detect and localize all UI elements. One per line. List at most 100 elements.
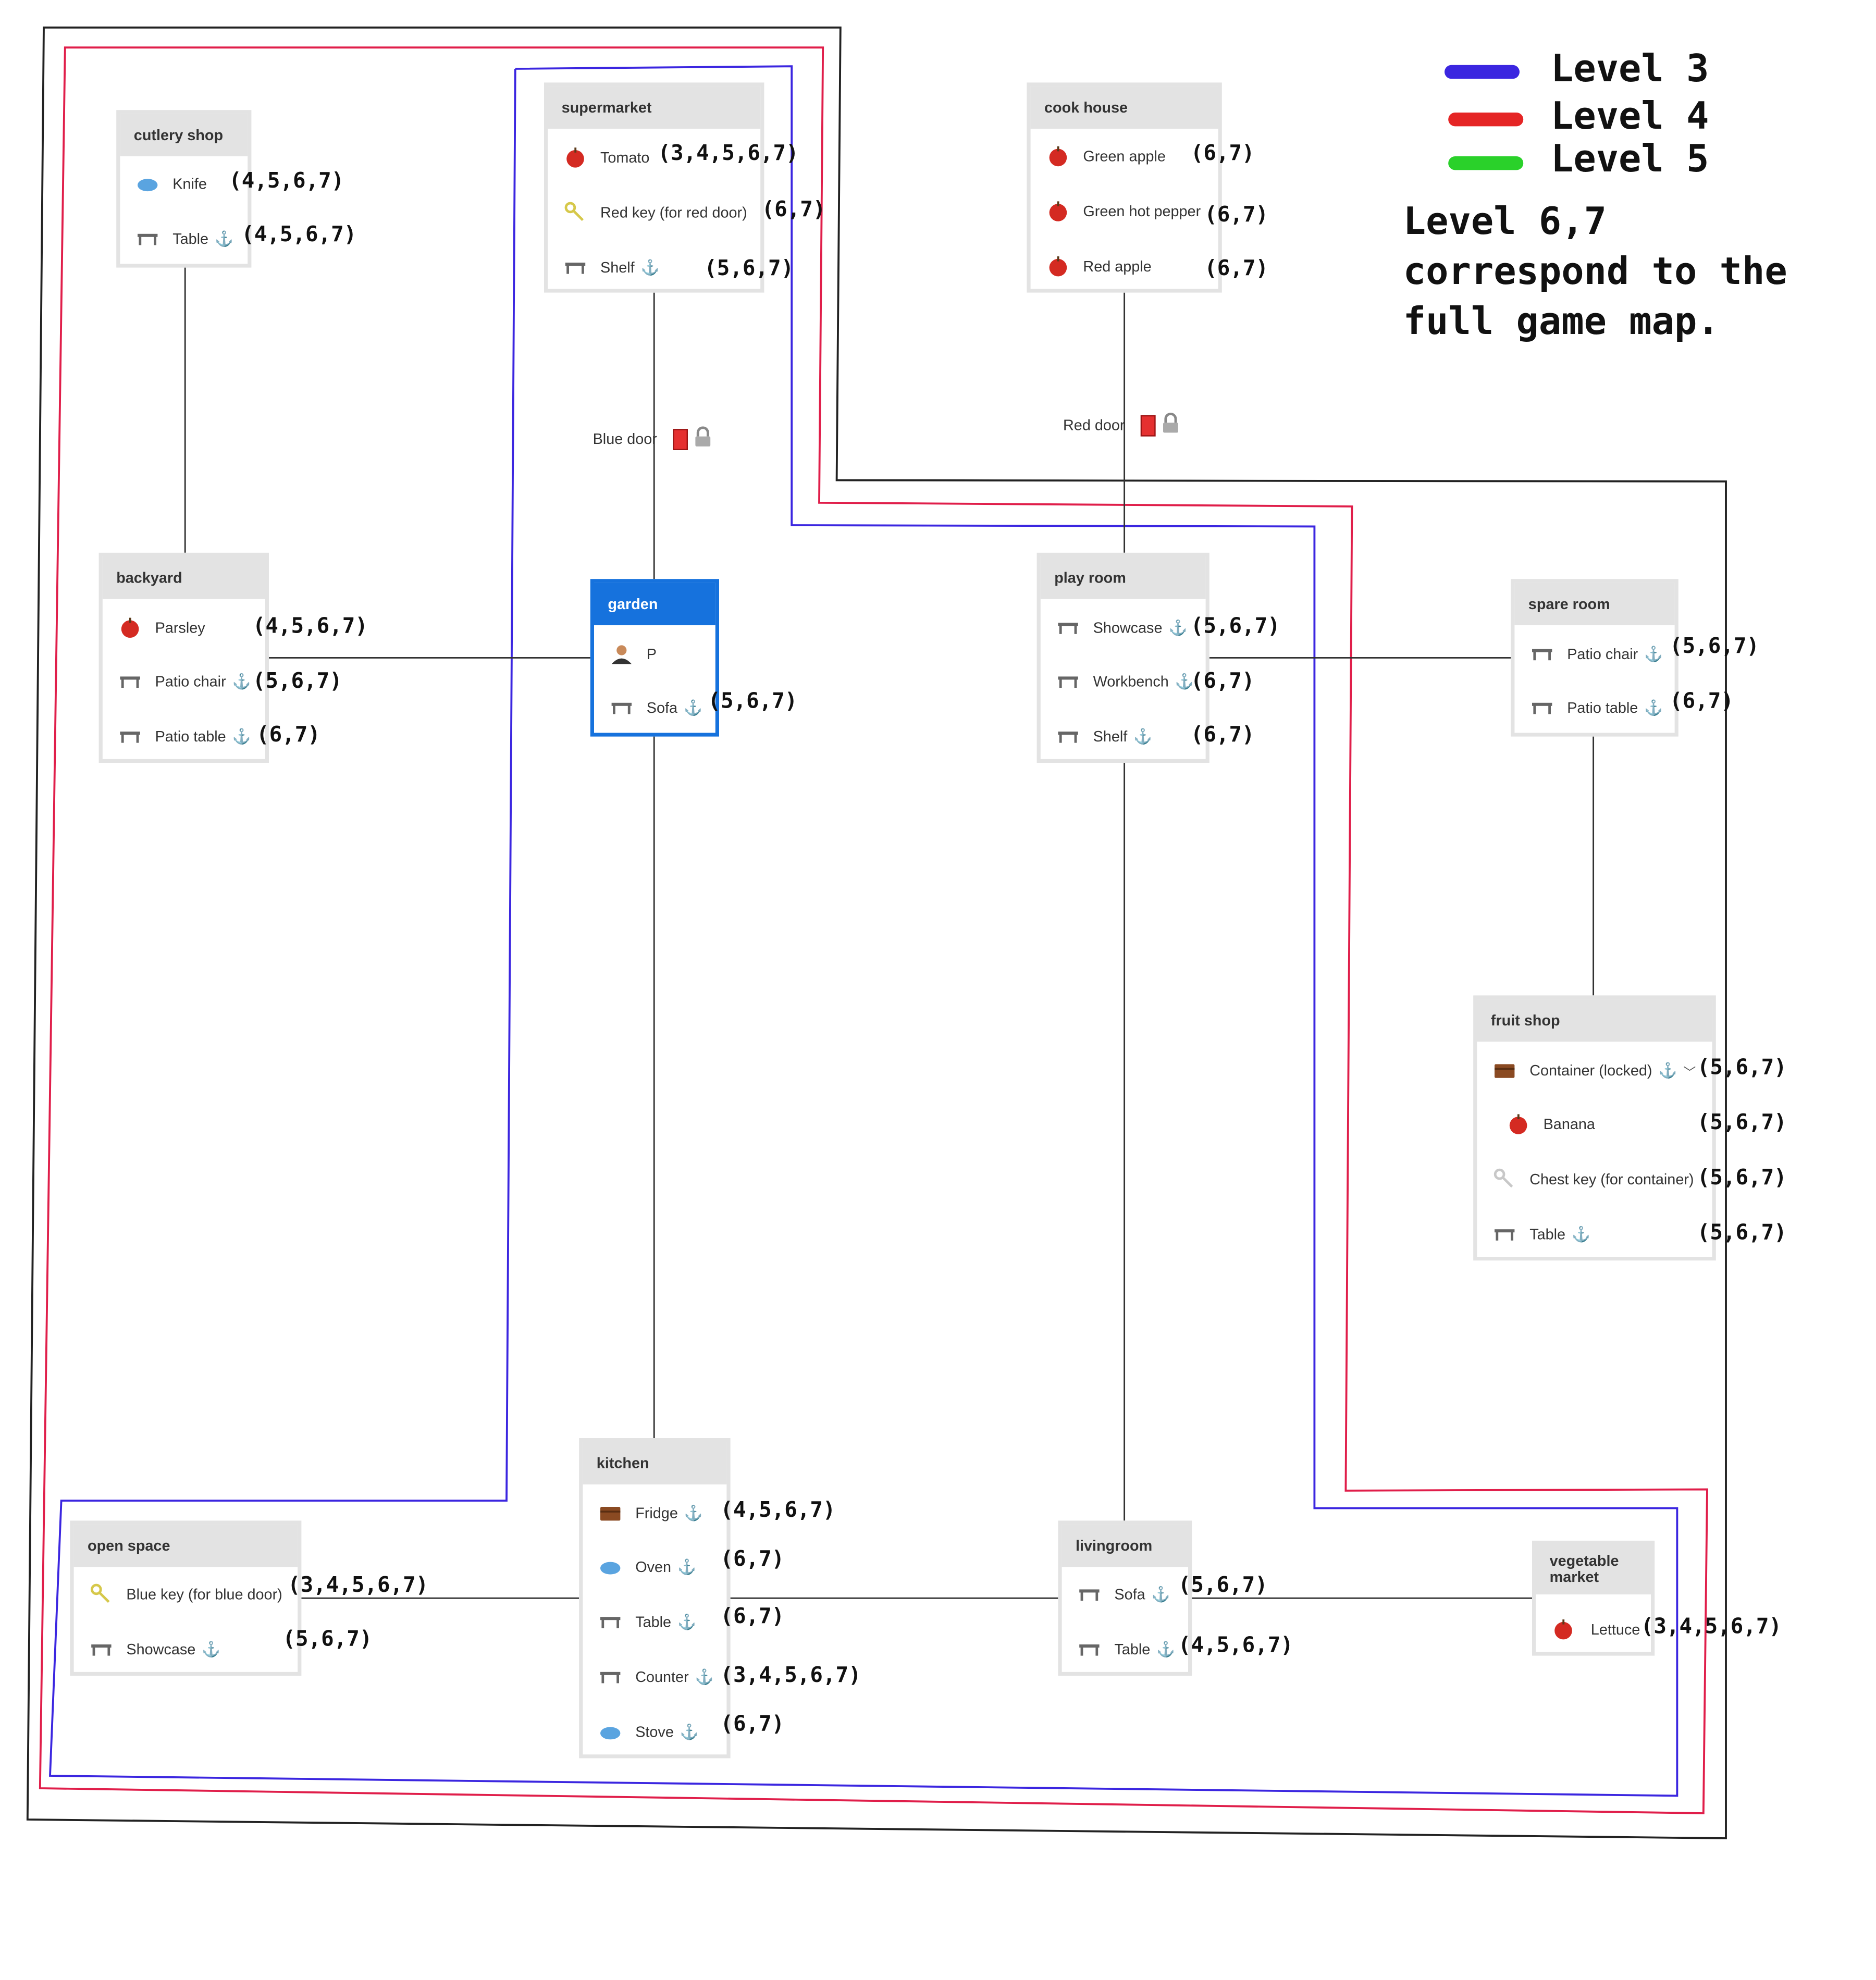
room-open-space[interactable]: open space Blue key (for blue door) Show…	[70, 1520, 302, 1676]
apple-icon	[1044, 253, 1072, 280]
table-icon	[562, 254, 589, 281]
room-title: supermarket	[548, 86, 761, 129]
legend-label-level3: Level 3	[1551, 47, 1709, 92]
chevron-down-icon[interactable]: ﹀	[1683, 1066, 1696, 1080]
item-patio-chair[interactable]: Patio chair ⚓	[1514, 640, 1674, 668]
item-fridge[interactable]: Fridge ⚓	[583, 1500, 726, 1527]
item-lettuce[interactable]: Lettuce	[1536, 1616, 1651, 1643]
item-label: Lettuce	[1590, 1620, 1640, 1639]
room-play-room[interactable]: play room Showcase ⚓ Workbench ⚓ Shelf ⚓	[1036, 552, 1209, 763]
levels-fridge: (4,5,6,7)	[720, 1498, 836, 1524]
key-icon	[1491, 1166, 1519, 1193]
room-title: cook house	[1030, 86, 1218, 129]
item-label: Knife	[172, 175, 207, 193]
anchor-icon: ⚓	[1644, 645, 1663, 663]
note-line-2: correspond to the	[1403, 250, 1787, 294]
anchor-icon: ⚓	[640, 258, 660, 277]
anchor-icon: ⚓	[1572, 1226, 1590, 1243]
item-label: Counter	[635, 1668, 689, 1686]
item-counter[interactable]: Counter ⚓	[583, 1663, 726, 1691]
room-title: cutlery shop	[120, 114, 248, 156]
key-icon	[562, 199, 589, 227]
anchor-icon: ⚓	[1168, 619, 1188, 637]
item-shelf[interactable]: Shelf ⚓	[1041, 723, 1206, 750]
item-patio-table[interactable]: Patio table ⚓	[103, 723, 265, 750]
item-label: Patio table	[155, 727, 226, 746]
item-red-key[interactable]: Red key (for red door)	[548, 199, 760, 227]
levels-lettuce: (3,4,5,6,7)	[1640, 1614, 1782, 1640]
door-label: Blue door	[593, 430, 657, 448]
person-icon	[608, 640, 635, 668]
item-blue-key[interactable]: Blue key (for blue door)	[74, 1581, 298, 1608]
room-livingroom[interactable]: livingroom Sofa ⚓ Table ⚓	[1058, 1520, 1192, 1676]
item-green-apple[interactable]: Green apple	[1031, 143, 1218, 170]
item-workbench[interactable]: Workbench ⚓	[1041, 668, 1206, 696]
item-knife[interactable]: Knife	[120, 170, 248, 197]
room-supermarket[interactable]: supermarket Tomato Red key (for red door…	[544, 82, 764, 293]
room-title: open space	[73, 1524, 298, 1567]
item-player[interactable]: P	[594, 640, 715, 668]
item-label: Oven	[635, 1558, 672, 1576]
item-oven[interactable]: Oven ⚓	[583, 1553, 726, 1581]
levels-spare-patio-table: (6,7)	[1670, 689, 1734, 714]
item-chest-key[interactable]: Chest key (for container)	[1477, 1166, 1712, 1193]
item-label: Green hot pepper	[1083, 202, 1201, 220]
blue-blob-icon	[134, 170, 162, 197]
room-title: garden	[594, 583, 715, 625]
red-door[interactable]: Red door	[1063, 413, 1180, 438]
item-table[interactable]: Table ⚓	[583, 1608, 726, 1636]
item-patio-chair[interactable]: Patio chair ⚓	[103, 668, 265, 696]
room-spare-room[interactable]: spare room Patio chair ⚓ Patio table ⚓	[1511, 579, 1678, 737]
legend-label-level4: Level 4	[1551, 95, 1709, 139]
item-sofa[interactable]: Sofa ⚓	[594, 694, 715, 722]
anchor-icon: ⚓	[1658, 1061, 1677, 1080]
table-icon	[116, 668, 144, 696]
level3-boundary-a	[49, 65, 1678, 1797]
anchor-icon: ⚓	[215, 230, 233, 248]
legend-swatch-level5	[1448, 156, 1524, 170]
blue-door[interactable]: Blue door	[593, 426, 712, 451]
item-container[interactable]: Container (locked) ⚓ ﹀	[1477, 1057, 1712, 1084]
item-shelf[interactable]: Shelf ⚓	[548, 254, 760, 281]
item-stove[interactable]: Stove ⚓	[583, 1718, 726, 1746]
item-label: Patio chair	[1567, 645, 1638, 663]
legend-note: Level 6,7 correspond to the full game ma…	[1403, 197, 1854, 348]
level4-boundary	[39, 46, 1708, 1814]
anchor-icon: ⚓	[677, 1613, 696, 1631]
item-banana[interactable]: Banana	[1477, 1110, 1712, 1138]
anchor-icon: ⚓	[1151, 1586, 1170, 1603]
item-label: Red apple	[1083, 257, 1152, 275]
item-patio-table[interactable]: Patio table ⚓	[1514, 694, 1674, 722]
room-backyard[interactable]: backyard Parsley Patio chair ⚓ Patio tab…	[98, 552, 269, 763]
anchor-icon: ⚓	[202, 1640, 221, 1659]
levels-stove: (6,7)	[720, 1712, 785, 1737]
levels-shelf: (5,6,7)	[704, 256, 794, 281]
levels-green-apple: (6,7)	[1190, 141, 1255, 167]
item-parsley[interactable]: Parsley	[103, 614, 265, 641]
levels-fruit-table: (5,6,7)	[1697, 1220, 1787, 1246]
room-cutlery-shop[interactable]: cutlery shop Knife Table ⚓	[116, 110, 252, 268]
room-fruit-shop[interactable]: fruit shop Container (locked) ⚓ ﹀ Banana…	[1473, 995, 1716, 1261]
item-showcase[interactable]: Showcase ⚓	[74, 1636, 298, 1663]
levels-living-table: (4,5,6,7)	[1178, 1633, 1293, 1659]
item-tomato[interactable]: Tomato	[548, 144, 760, 171]
table-icon	[1076, 1636, 1103, 1663]
table-icon	[597, 1663, 624, 1691]
room-cook-house[interactable]: cook house Green apple Green hot pepper …	[1027, 82, 1222, 293]
item-label: P	[646, 645, 657, 663]
room-garden[interactable]: garden P Sofa ⚓	[590, 579, 719, 737]
anchor-icon: ⚓	[1644, 699, 1663, 717]
item-label: Table	[1529, 1226, 1566, 1243]
item-label: Stove	[635, 1723, 674, 1741]
room-vegetable-market[interactable]: vegetable market Lettuce	[1532, 1540, 1655, 1656]
item-red-apple[interactable]: Red apple	[1031, 253, 1218, 280]
item-label: Showcase	[126, 1640, 196, 1659]
item-label: Container (locked)	[1529, 1061, 1652, 1080]
item-green-hot-pepper[interactable]: Green hot pepper	[1031, 197, 1218, 225]
item-table[interactable]: Table ⚓	[1062, 1636, 1188, 1663]
item-table[interactable]: Table ⚓	[120, 225, 248, 253]
item-showcase[interactable]: Showcase ⚓	[1041, 614, 1206, 641]
room-kitchen[interactable]: kitchen Fridge ⚓ Oven ⚓ Table ⚓ Counter …	[579, 1438, 731, 1759]
item-sofa[interactable]: Sofa ⚓	[1062, 1581, 1188, 1608]
item-table[interactable]: Table ⚓	[1477, 1220, 1712, 1248]
